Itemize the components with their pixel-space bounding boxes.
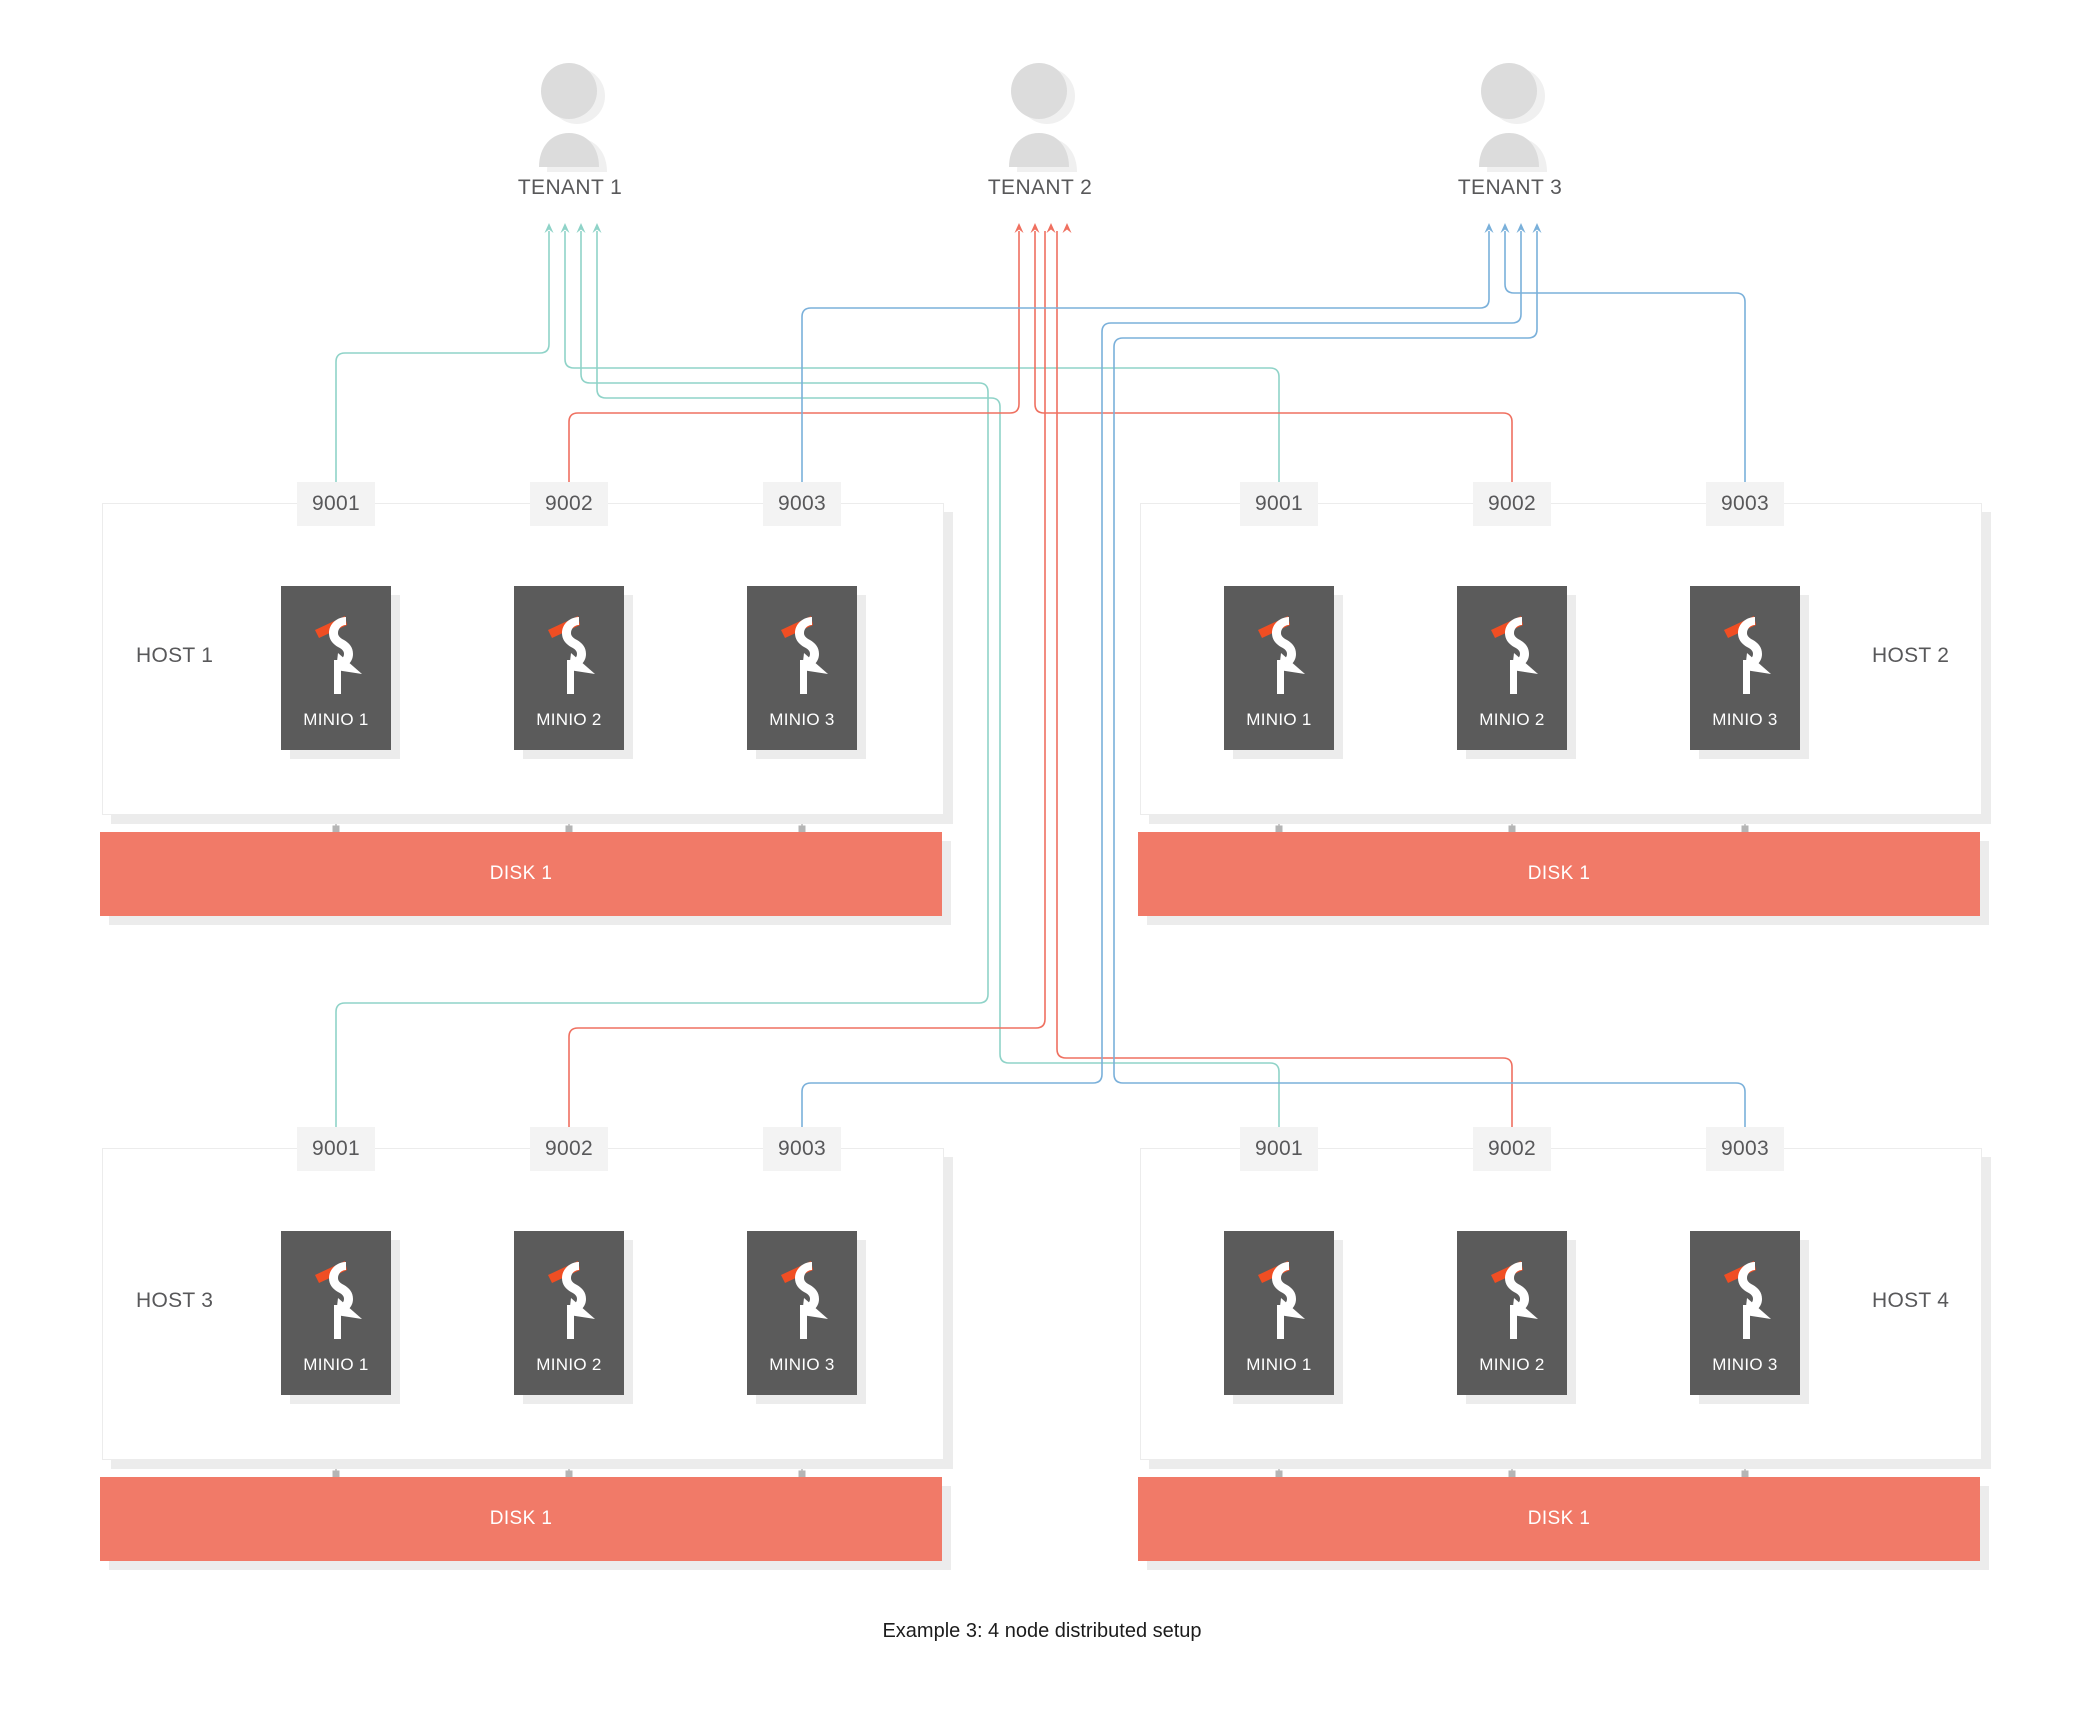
host-2-minio-2: MINIO 2 bbox=[1457, 586, 1567, 750]
tenant-label: TENANT 2 bbox=[987, 176, 1093, 199]
minio-name: MINIO 2 bbox=[536, 710, 602, 729]
host-1-minio-3: MINIO 3 bbox=[747, 586, 857, 750]
host-1-label: HOST 1 bbox=[136, 644, 214, 667]
figure-caption: Example 3: 4 node distributed setup bbox=[882, 1620, 1202, 1642]
minio-name: MINIO 3 bbox=[1712, 1355, 1778, 1374]
minio-logo-icon bbox=[281, 1253, 391, 1345]
host-2-label: HOST 2 bbox=[1872, 644, 1950, 667]
avatar bbox=[995, 60, 1085, 172]
tenant-label: TENANT 1 bbox=[517, 176, 623, 199]
minio-name: MINIO 3 bbox=[769, 1355, 835, 1374]
minio-logo-icon bbox=[514, 608, 624, 700]
minio-name: MINIO 1 bbox=[303, 710, 369, 729]
host-3-minio-2: MINIO 2 bbox=[514, 1231, 624, 1395]
host-2-disk: DISK 1 bbox=[1138, 832, 1980, 916]
disk-label: DISK 1 bbox=[1527, 1508, 1591, 1529]
host-3-minio-3: MINIO 3 bbox=[747, 1231, 857, 1395]
host-1-port-9002: 9002 bbox=[530, 482, 608, 526]
host-2-port-9002: 9002 bbox=[1473, 482, 1551, 526]
minio-logo-icon bbox=[281, 608, 391, 700]
host-1-minio-2: MINIO 2 bbox=[514, 586, 624, 750]
minio-name: MINIO 3 bbox=[769, 710, 835, 729]
host-2-port-9001: 9001 bbox=[1240, 482, 1318, 526]
host-1-port-9003: 9003 bbox=[763, 482, 841, 526]
minio-logo-icon bbox=[747, 608, 857, 700]
host-1-minio-1: MINIO 1 bbox=[281, 586, 391, 750]
host-1-port-9001: 9001 bbox=[297, 482, 375, 526]
minio-name: MINIO 3 bbox=[1712, 710, 1778, 729]
minio-logo-icon bbox=[747, 1253, 857, 1345]
tenant-3: TENANT 3 bbox=[1430, 60, 1590, 200]
host-1-disk: DISK 1 bbox=[100, 832, 942, 916]
minio-logo-icon bbox=[1457, 608, 1567, 700]
minio-logo-icon bbox=[1690, 608, 1800, 700]
host-2-minio-1: MINIO 1 bbox=[1224, 586, 1334, 750]
minio-name: MINIO 2 bbox=[1479, 1355, 1545, 1374]
minio-name: MINIO 1 bbox=[303, 1355, 369, 1374]
host-4-minio-1: MINIO 1 bbox=[1224, 1231, 1334, 1395]
minio-name: MINIO 1 bbox=[1246, 1355, 1312, 1374]
host-3-disk: DISK 1 bbox=[100, 1477, 942, 1561]
minio-name: MINIO 2 bbox=[536, 1355, 602, 1374]
host-3-port-9002: 9002 bbox=[530, 1127, 608, 1171]
host-3-port-9003: 9003 bbox=[763, 1127, 841, 1171]
minio-logo-icon bbox=[1690, 1253, 1800, 1345]
tenant-1: TENANT 1 bbox=[490, 60, 650, 200]
host-4-minio-3: MINIO 3 bbox=[1690, 1231, 1800, 1395]
host-3-port-9001: 9001 bbox=[297, 1127, 375, 1171]
disk-label: DISK 1 bbox=[489, 1508, 553, 1529]
tenant-2: TENANT 2 bbox=[960, 60, 1120, 200]
host-4-disk: DISK 1 bbox=[1138, 1477, 1980, 1561]
host-4-port-9002: 9002 bbox=[1473, 1127, 1551, 1171]
disk-label: DISK 1 bbox=[489, 863, 553, 884]
minio-name: MINIO 1 bbox=[1246, 710, 1312, 729]
host-2-minio-3: MINIO 3 bbox=[1690, 586, 1800, 750]
minio-logo-icon bbox=[1224, 1253, 1334, 1345]
host-2-port-9003: 9003 bbox=[1706, 482, 1784, 526]
host-3-minio-1: MINIO 1 bbox=[281, 1231, 391, 1395]
avatar bbox=[1465, 60, 1555, 172]
avatar bbox=[525, 60, 615, 172]
tenant-label: TENANT 3 bbox=[1457, 176, 1563, 199]
minio-logo-icon bbox=[1457, 1253, 1567, 1345]
minio-logo-icon bbox=[514, 1253, 624, 1345]
disk-label: DISK 1 bbox=[1527, 863, 1591, 884]
minio-name: MINIO 2 bbox=[1479, 710, 1545, 729]
host-4-port-9001: 9001 bbox=[1240, 1127, 1318, 1171]
minio-logo-icon bbox=[1224, 608, 1334, 700]
host-4-port-9003: 9003 bbox=[1706, 1127, 1784, 1171]
host-4-label: HOST 4 bbox=[1872, 1289, 1950, 1312]
host-4-minio-2: MINIO 2 bbox=[1457, 1231, 1567, 1395]
host-3-label: HOST 3 bbox=[136, 1289, 214, 1312]
